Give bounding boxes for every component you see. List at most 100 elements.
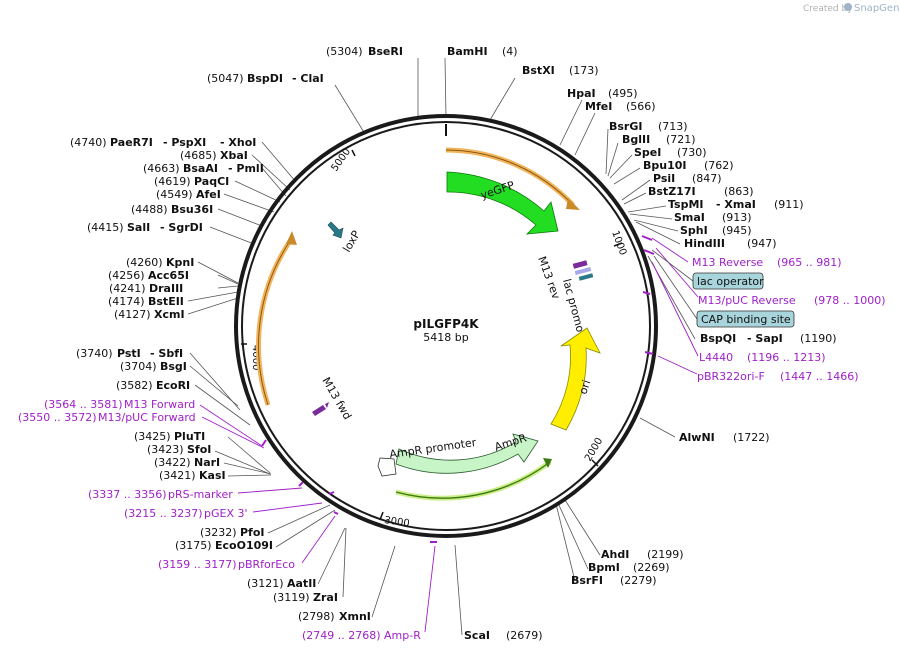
site-xmni[interactable]: XmnI [339,610,371,623]
site-ahdi[interactable]: AhdI [601,548,629,561]
site-pos-ecori: (3582) [116,379,153,392]
primer-pbr322ori-f[interactable]: pBR322ori-F [697,370,765,383]
site-acc65i[interactable]: Acc65I [148,269,189,282]
box-lac-operator-bg [692,272,764,290]
site-pos-aatii: (3121) [247,577,284,590]
feature-label-loxp: loxP [340,228,363,254]
site-aatii[interactable]: AatII [287,577,316,590]
primer-pgex3[interactable]: (3215 .. 3237) [124,507,203,520]
yegfp-arrow [446,171,559,235]
site-sali[interactable]: SalI [127,221,150,234]
site-kpni[interactable]: KpnI [166,256,194,269]
site-alwni[interactable]: AlwNI [679,431,715,444]
site-xcmi[interactable]: XcmI [154,308,185,321]
site-paer7i[interactable]: PaeR7I [110,136,153,149]
site-pluti[interactable]: PluTI [174,430,205,443]
site-pos-bsrfi: (2279) [620,574,657,587]
box-leader-lines [651,249,698,320]
site-tspmi[interactable]: TspMI [668,198,704,211]
site-pos-bglii: (721) [666,133,696,146]
primer-prs-marker[interactable]: (3337 .. 3356) [88,488,167,501]
site-xbai[interactable]: XbaI [220,149,248,162]
site-pos-bsgi: (3704) [120,360,157,373]
site-bsrfi[interactable]: BsrFI [571,574,603,587]
primer-m13-reverse[interactable]: M13 Reverse [692,256,763,269]
primer-m13puc-reverse[interactable]: M13/pUC Reverse [698,294,796,307]
site-sbfi[interactable]: - SbfI [150,347,183,360]
site-xmai[interactable]: - XmaI [716,198,756,211]
tick-3000 [379,511,384,521]
site-pmli[interactable]: - PmlI [228,162,264,175]
primer-m13-forward-range: (3564 .. 3581) [44,398,123,411]
primer-mark-m13puc-reverse [643,249,655,255]
site-paqci[interactable]: PaqCI [194,175,229,188]
site-zrai[interactable]: ZraI [313,591,338,604]
site-bspqi[interactable]: BspQI [700,332,736,345]
site-bsrgi[interactable]: BsrGI [609,120,642,133]
site-psii[interactable]: PsiI [653,172,675,185]
site-pos-bsu36i: (4488) [131,203,168,216]
site-clai[interactable]: - ClaI [292,72,324,85]
site-hindiii[interactable]: HindIII [684,237,725,250]
site-bpu10i[interactable]: Bpu10I [643,159,687,172]
primer-pbrforeco[interactable]: (3159 .. 3177) [158,558,237,571]
site-xhoi[interactable]: - XhoI [220,136,256,149]
site-pfoi[interactable]: PfoI [240,526,265,539]
box-cap-binding-site[interactable]: CAP binding site [696,310,795,328]
site-sgrdi[interactable]: - SgrDI [160,221,203,234]
site-spei[interactable]: SpeI [634,146,661,159]
feature-label-m13-rev: M13 rev [535,255,563,302]
site-pos-afei: (4549) [156,188,193,201]
site-pos-mfei: (566) [626,100,656,113]
site-sapi[interactable]: - SapI [747,332,783,345]
site-bsgi[interactable]: BsgI [160,360,187,373]
site-hpai[interactable]: HpaI [567,87,596,100]
site-smai[interactable]: SmaI [674,211,705,224]
box-cap-binding-site-label: CAP binding site [701,313,791,326]
site-psti[interactable]: PstI [117,347,141,360]
site-mfei[interactable]: MfeI [585,100,612,113]
site-pos-kpni: (4260) [126,256,163,269]
site-kasi[interactable]: KasI [199,469,226,482]
site-bstxi[interactable]: BstXI [522,64,555,77]
site-bsaai[interactable]: BsaAI [183,162,218,175]
primer-m13puc-forward[interactable]: M13/pUC Forward [98,411,196,424]
site-pos-bsteii: (4174) [108,295,145,308]
site-bsu36i[interactable]: Bsu36I [171,203,213,216]
feature-loxp: loxP [327,221,363,255]
tick-1000 [613,242,623,247]
site-bpmi[interactable]: BpmI [588,561,620,574]
site-sphi[interactable]: SphI [680,224,708,237]
site-bseri[interactable]: BseRI [368,45,403,58]
site-ecori[interactable]: EcoRI [156,379,190,392]
primer-m13puc-forward-range: (3550 .. 3572) [18,411,97,424]
site-bamhi[interactable]: BamHI [447,45,488,58]
site-pos-zrai: (3119) [273,591,310,604]
site-draiii[interactable]: DraIII [149,282,183,295]
primer-amp-r[interactable]: (2749 .. 2768) [302,629,381,642]
primer-mark-m13-forward [261,439,267,447]
primer-marks [261,235,655,543]
site-bglii[interactable]: BglII [622,133,650,146]
site-bsteii[interactable]: BstEII [148,295,184,308]
primer-l4440[interactable]: L4440 [699,351,733,364]
primer-m13-forward[interactable]: M13 Forward [124,398,195,411]
box-lac-operator[interactable]: lac operator [692,272,764,290]
site-bstz17i[interactable]: BstZ17I [648,185,696,198]
site-afei[interactable]: AfeI [196,188,221,201]
orf-arc-left [256,236,295,406]
site-ecoo109i[interactable]: EcoO109I [215,539,273,552]
site-pos-xmai: (911) [774,198,804,211]
site-pos-paer7i: (4740) [70,136,107,149]
site-pos-scai: (2679) [506,629,543,642]
site-pos-xmni: (2798) [298,610,335,623]
site-bspdi[interactable]: BspDI [247,72,283,85]
site-sfoi[interactable]: SfoI [187,443,211,456]
site-nari[interactable]: NarI [194,456,220,469]
site-scai[interactable]: ScaI [464,629,490,642]
site-pos-xbai: (4685) [180,149,217,162]
site-pos-spei: (730) [677,146,707,159]
orf-arc-left-core [258,237,293,406]
site-pspxi[interactable]: - PspXI [163,136,206,149]
